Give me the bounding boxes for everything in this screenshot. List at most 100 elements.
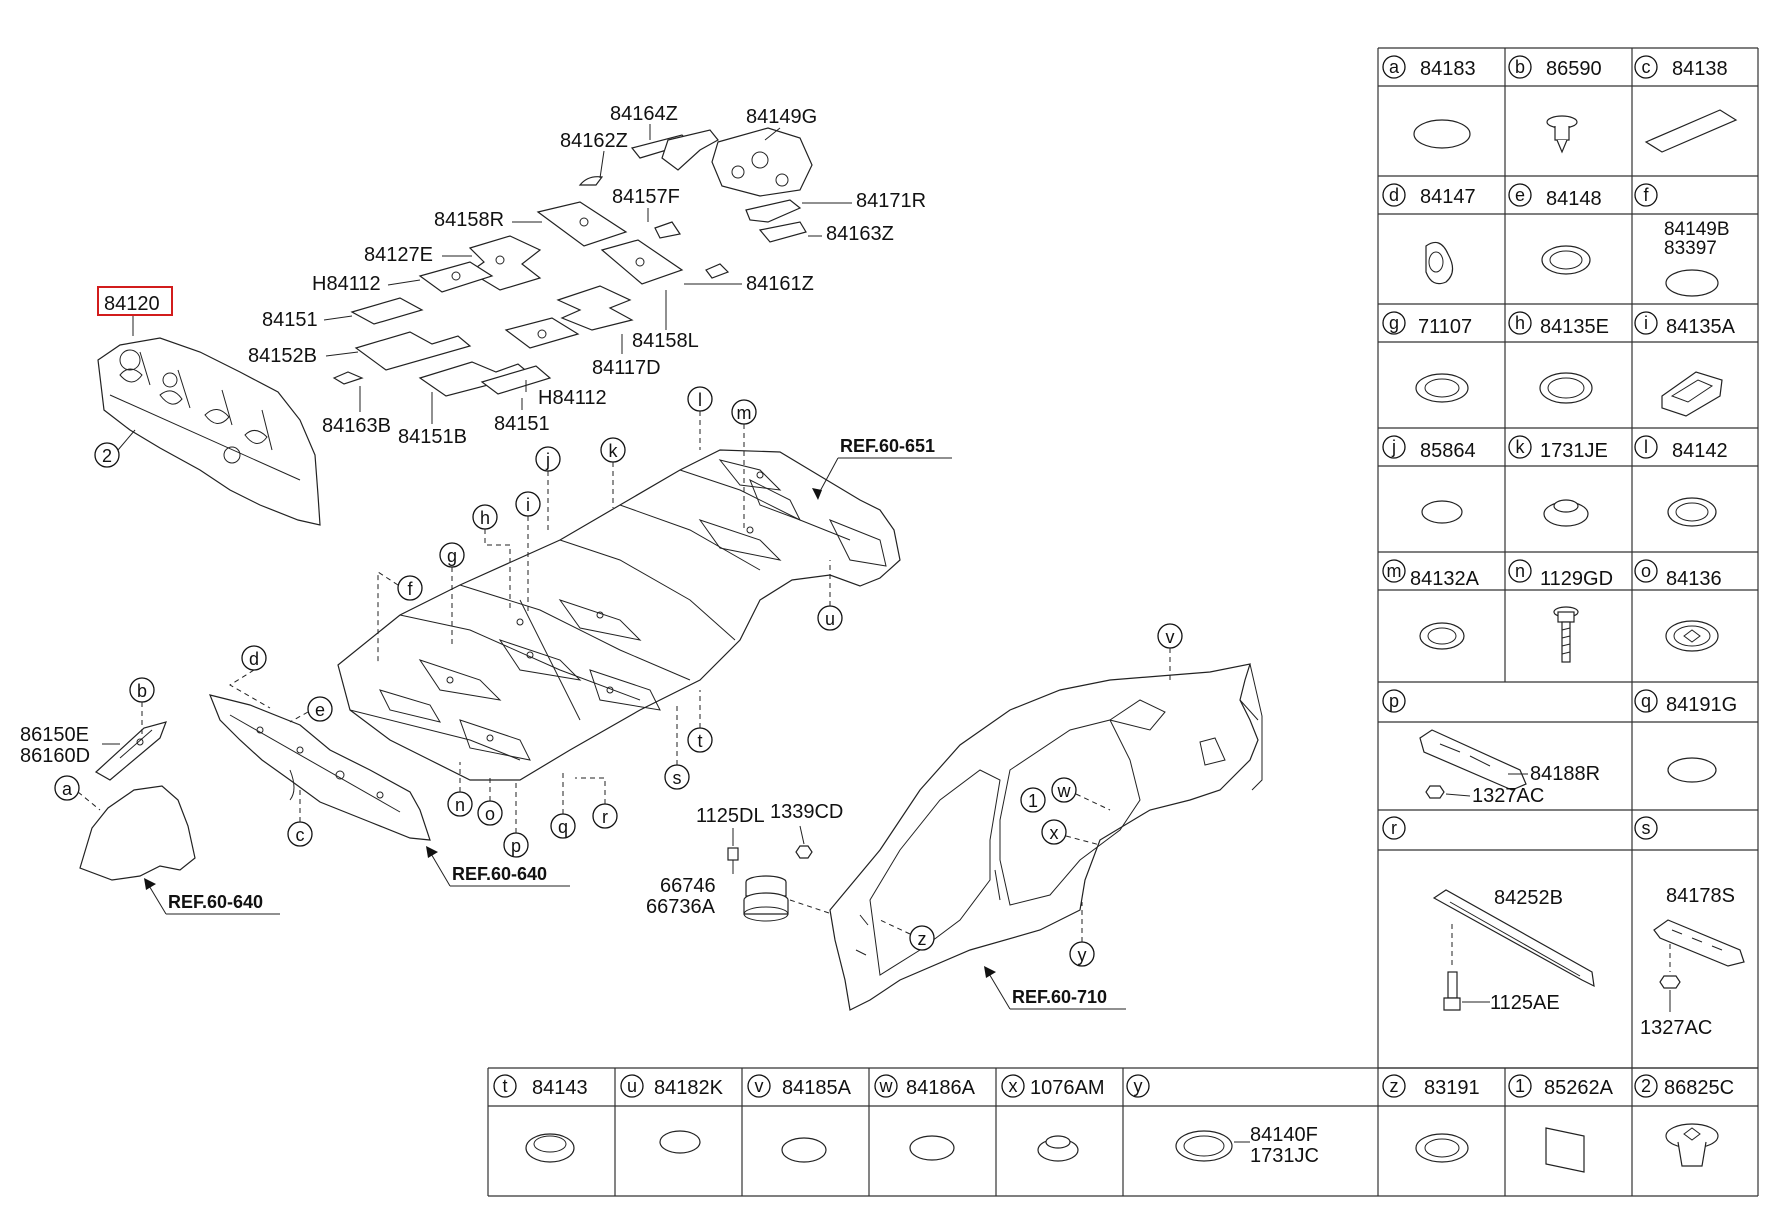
callout-84120[interactable]: 84120 [104, 293, 160, 315]
legend-cell-o[interactable]: o 84136 [1634, 559, 1722, 652]
callout-84164Z[interactable]: 84164Z [610, 103, 678, 125]
svg-text:w: w [879, 1076, 894, 1096]
svg-text:l: l [698, 390, 702, 410]
svg-text:85864: 85864 [1420, 440, 1476, 462]
dash-insulator-84120[interactable] [97, 337, 321, 526]
legend-cell-n[interactable]: n 1129GD [1508, 559, 1613, 663]
legend-cell-1[interactable]: 1 85262A [1508, 1074, 1614, 1173]
legend-cell-s[interactable]: s 84178S 1327AC [1634, 816, 1745, 1039]
ref-60-710[interactable]: REF.60-710 [984, 966, 1126, 1010]
legend-cell-f[interactable]: f 84149B 83397 [1634, 183, 1730, 297]
svg-text:1125AE: 1125AE [1490, 992, 1560, 1014]
legend-cell-c[interactable]: c 84138 [1634, 55, 1738, 153]
svg-text:p: p [1389, 691, 1399, 711]
callout-84162Z[interactable]: 84162Z [560, 130, 628, 152]
legend-cell-v[interactable]: v 84185A [747, 1074, 852, 1163]
legend-cell-g[interactable]: g 71107 [1382, 311, 1472, 403]
legend-cell-2[interactable]: 2 86825C [1634, 1074, 1734, 1167]
marker-b: b [129, 677, 155, 740]
svg-text:n: n [1515, 561, 1525, 581]
callout-H84112-upper[interactable]: H84112 [312, 273, 381, 295]
svg-text:84135A: 84135A [1666, 316, 1736, 338]
wheelhouse-pad [79, 785, 196, 881]
callout-84149G[interactable]: 84149G [746, 106, 817, 128]
callout-84117D[interactable]: 84117D [592, 357, 661, 379]
callout-1339CD[interactable]: 1339CD [770, 801, 843, 823]
svg-text:x: x [1050, 823, 1059, 843]
rubber-bumper-66746 [743, 875, 789, 922]
legend-cell-q[interactable]: q 84191G [1634, 689, 1737, 783]
nut-1339CD [795, 845, 813, 859]
callout-84151-lower[interactable]: 84151 [494, 413, 550, 435]
callout-84158R[interactable]: 84158R [434, 209, 504, 231]
callout-84151-upper[interactable]: 84151 [262, 309, 318, 331]
svg-text:c: c [1642, 57, 1651, 77]
svg-text:m: m [737, 403, 752, 423]
svg-text:h: h [1515, 313, 1525, 333]
legend-cell-r[interactable]: r 84252B 1125AE [1382, 816, 1595, 1014]
legend-cell-j[interactable]: j 85864 [1382, 435, 1476, 524]
callout-84157F[interactable]: 84157F [612, 186, 680, 208]
svg-text:k: k [609, 441, 619, 461]
svg-text:r: r [1391, 818, 1397, 838]
legend-cell-x[interactable]: x 1076AM [1001, 1074, 1105, 1162]
callout-84161Z[interactable]: 84161Z [746, 273, 814, 295]
callout-84171R[interactable]: 84171R [856, 190, 926, 212]
legend-cell-i[interactable]: i 84135A [1634, 311, 1736, 417]
svg-text:84138: 84138 [1672, 58, 1728, 80]
legend-cell-p[interactable]: p 84188R 1327AC [1382, 689, 1600, 807]
callout-84158L[interactable]: 84158L [632, 330, 699, 352]
legend-cell-h[interactable]: h 84135E [1508, 311, 1609, 404]
svg-text:y: y [1078, 945, 1087, 965]
legend-cell-z[interactable]: z 83191 [1382, 1074, 1480, 1163]
svg-text:84149B: 84149B [1664, 219, 1730, 240]
callout-84151B[interactable]: 84151B [398, 426, 467, 448]
svg-text:84191G: 84191G [1666, 694, 1737, 716]
legend-cell-m[interactable]: m 84132A [1382, 559, 1480, 650]
ref-60-651[interactable]: REF.60-651 [812, 436, 952, 500]
svg-text:84186A: 84186A [906, 1077, 976, 1099]
legend-cell-b[interactable]: b 86590 [1508, 55, 1602, 154]
legend-cell-d[interactable]: d 84147 [1382, 183, 1476, 285]
svg-text:b: b [137, 681, 147, 701]
svg-text:c: c [296, 825, 305, 845]
callout-66746[interactable]: 66746 [660, 875, 716, 897]
legend-cell-k[interactable]: k 1731JE [1508, 435, 1608, 527]
legend-cell-e[interactable]: e 84148 [1508, 183, 1602, 275]
legend-bottom-grid [487, 1067, 1758, 1197]
callout-H84112-lower[interactable]: H84112 [538, 387, 607, 409]
svg-text:85262A: 85262A [1544, 1077, 1614, 1099]
callout-86160D[interactable]: 86160D [20, 745, 90, 767]
body-side-markers: v w 1 x y z [879, 623, 1183, 967]
svg-text:m: m [1387, 561, 1402, 581]
legend-cell-y[interactable]: y 84140F 1731JC [1126, 1074, 1319, 1167]
ref-60-640-pad[interactable]: REF.60-640 [144, 878, 280, 915]
svg-text:86825C: 86825C [1664, 1077, 1734, 1099]
callout-84127E[interactable]: 84127E [364, 244, 433, 266]
callout-66736A[interactable]: 66736A [646, 896, 716, 918]
callout-84163B[interactable]: 84163B [322, 415, 391, 437]
svg-text:y: y [1134, 1076, 1143, 1096]
callout-86150E[interactable]: 86150E [20, 724, 89, 746]
svg-text:j: j [1391, 437, 1396, 457]
marker-2: 2 [94, 429, 136, 468]
callout-1125DL[interactable]: 1125DL [696, 805, 765, 827]
callout-84152B[interactable]: 84152B [248, 345, 317, 367]
callout-84163Z[interactable]: 84163Z [826, 223, 894, 245]
ref-60-640-crossmember[interactable]: REF.60-640 [426, 846, 570, 887]
floor-markers: l m k j i h g f u t s r q p o n [377, 386, 843, 858]
legend-cell-w[interactable]: w 84186A [874, 1074, 976, 1161]
svg-text:o: o [1641, 561, 1651, 581]
svg-text:v: v [1166, 627, 1175, 647]
legend-cell-l[interactable]: l 84142 [1634, 435, 1728, 527]
svg-text:84185A: 84185A [782, 1077, 852, 1099]
legend-cell-a[interactable]: a 84183 [1382, 55, 1476, 149]
legend-cell-t[interactable]: t 84143 [493, 1074, 588, 1163]
svg-text:84132A: 84132A [1410, 568, 1480, 590]
svg-text:1: 1 [1515, 1076, 1525, 1096]
svg-text:g: g [447, 546, 457, 566]
side-sill-bracket [94, 721, 167, 781]
svg-text:s: s [673, 768, 682, 788]
svg-text:1731JE: 1731JE [1540, 440, 1608, 462]
legend-cell-u[interactable]: u 84182K [620, 1074, 724, 1154]
